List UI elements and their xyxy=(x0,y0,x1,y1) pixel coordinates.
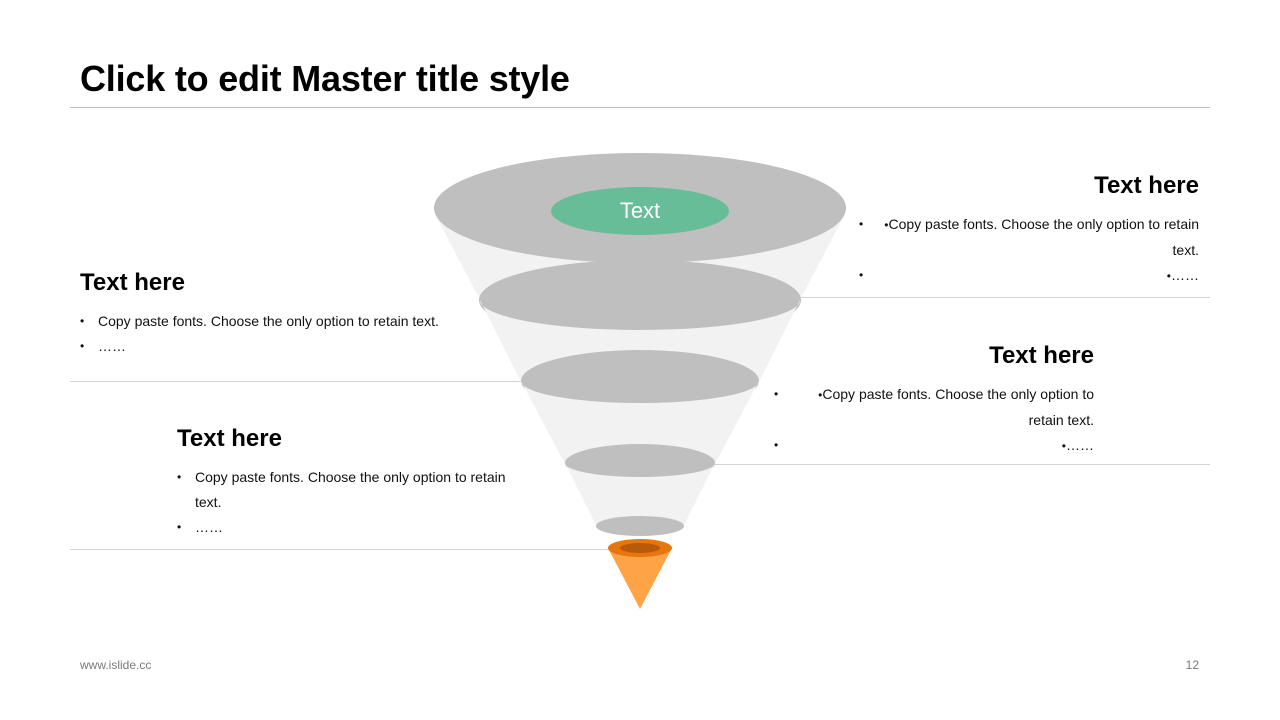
text-block-left-2: Text here Copy paste fonts. Choose the o… xyxy=(177,425,527,540)
connector-line-top-right xyxy=(800,297,1210,298)
page-number: 12 xyxy=(1185,658,1199,672)
bullet-item[interactable]: •Copy paste fonts. Choose the only optio… xyxy=(774,382,1094,433)
text-block-right-2: Text here •Copy paste fonts. Choose the … xyxy=(774,342,1094,459)
funnel-center-ellipse xyxy=(551,187,729,235)
bullet-list: Copy paste fonts. Choose the only option… xyxy=(177,465,527,540)
bullet-text: Copy paste fonts. Choose the only option… xyxy=(888,216,1199,258)
bullet-list: •Copy paste fonts. Choose the only optio… xyxy=(859,212,1199,289)
bullet-text: Copy paste fonts. Choose the only option… xyxy=(822,386,1094,428)
bullet-dot: • xyxy=(1061,439,1066,453)
bullet-dot: • xyxy=(884,218,889,232)
funnel-layer-5-rim xyxy=(596,516,684,536)
connector-line-right-2 xyxy=(708,464,1210,465)
bullet-item[interactable]: Copy paste fonts. Choose the only option… xyxy=(177,465,527,515)
bullet-list: •Copy paste fonts. Choose the only optio… xyxy=(774,382,1094,459)
bullet-item[interactable]: Copy paste fonts. Choose the only option… xyxy=(80,309,480,334)
connector-line-left-2 xyxy=(70,549,610,550)
text-block-left-1: Text here Copy paste fonts. Choose the o… xyxy=(80,269,480,359)
bullet-dot: • xyxy=(1166,269,1171,283)
funnel-layer-4-body xyxy=(565,463,715,525)
connector-line-left-1 xyxy=(70,381,530,382)
funnel-layer-3-rim xyxy=(521,350,759,412)
funnel-layer-4-rim xyxy=(565,444,715,482)
slide-title[interactable]: Click to edit Master title style xyxy=(80,58,570,99)
block-heading[interactable]: Text here xyxy=(177,425,282,452)
bullet-item[interactable]: •…… xyxy=(859,263,1199,289)
bullet-dot: • xyxy=(818,388,823,402)
block-heading[interactable]: Text here xyxy=(989,342,1094,369)
block-heading[interactable]: Text here xyxy=(1094,172,1199,199)
funnel-tip-hole xyxy=(620,543,660,553)
bullet-item[interactable]: …… xyxy=(177,515,527,540)
funnel-center-label: Text xyxy=(620,198,660,223)
text-block-top-right: Text here •Copy paste fonts. Choose the … xyxy=(859,172,1199,289)
title-divider xyxy=(70,107,1210,108)
bullet-text: …… xyxy=(1066,437,1094,453)
bullet-text: …… xyxy=(1171,267,1199,283)
bullet-list: Copy paste fonts. Choose the only option… xyxy=(80,309,480,359)
block-heading[interactable]: Text here xyxy=(80,269,185,296)
funnel-tip-cone xyxy=(608,548,672,609)
bullet-item[interactable]: •Copy paste fonts. Choose the only optio… xyxy=(859,212,1199,263)
footer-website: www.islide.cc xyxy=(80,658,152,672)
funnel-layer-3-body xyxy=(521,381,759,462)
bullet-item[interactable]: …… xyxy=(80,334,480,359)
bullet-item[interactable]: •…… xyxy=(774,433,1094,459)
funnel-layer-2-rim xyxy=(479,260,801,340)
